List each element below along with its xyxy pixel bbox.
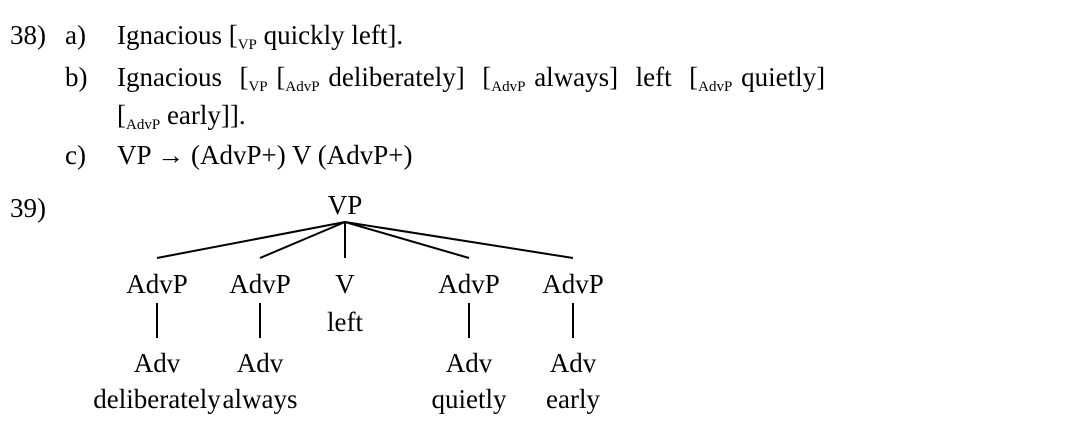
ex38-number: 38) — [10, 20, 46, 50]
tree-node-advp: AdvP — [542, 269, 604, 299]
bracket-label: AdvP — [698, 79, 733, 95]
text-segment: [ — [267, 62, 286, 92]
text-segment: [ — [117, 100, 126, 130]
tree-edge — [344, 221, 470, 259]
ex39-number: 39) — [10, 193, 46, 223]
tree-node-advp: AdvP — [126, 269, 188, 299]
text-segment: quietly] — [732, 62, 826, 92]
tree-leaf-word: always — [223, 384, 298, 414]
tree-node-adv: Adv — [237, 348, 284, 378]
tree-node-adv: Adv — [134, 348, 181, 378]
bracket-label: AdvP — [491, 79, 526, 95]
tree-edge — [259, 221, 346, 259]
tree-node-adv: Adv — [446, 348, 493, 378]
text-segment: Ignacious [ — [117, 62, 249, 92]
tree-edge — [156, 221, 346, 259]
tree-node-adv: Adv — [550, 348, 597, 378]
text-segment: quickly left]. — [256, 20, 404, 50]
tree-leaf-word: early — [546, 384, 600, 414]
text-segment: deliberately] [ — [319, 62, 492, 92]
ex38a-label: a) — [65, 20, 86, 50]
ex38b-label: b) — [65, 62, 88, 92]
ex38c-label: c) — [65, 140, 86, 170]
tree-node-v: V — [335, 269, 355, 299]
bracket-label: VP — [237, 37, 257, 53]
text-segment: always] left [ — [525, 62, 699, 92]
ex38a-sentence: Ignacious [VP quickly left]. — [117, 20, 404, 53]
ex38b-sentence-line2: [AdvP early]]. — [117, 100, 246, 133]
bracket-label: AdvP — [126, 117, 161, 133]
bracket-label: AdvP — [285, 79, 320, 95]
tree-edge — [344, 221, 574, 259]
bracket-label: VP — [248, 79, 268, 95]
ex38b-sentence-line1: Ignacious [VP [AdvP deliberately] [AdvP … — [117, 62, 826, 95]
tree-leaf-word: deliberately — [93, 384, 221, 414]
text-segment: Ignacious [ — [117, 20, 238, 50]
tree-root-vp: VP — [328, 190, 363, 220]
tree-leaf-word: quietly — [432, 384, 507, 414]
tree-node-advp: AdvP — [438, 269, 500, 299]
ex38c-rule: VP → (AdvP+) V (AdvP+) — [117, 140, 413, 170]
text-segment: early]]. — [160, 100, 246, 130]
tree-node-advp: AdvP — [229, 269, 291, 299]
tree-leaf-word: left — [327, 307, 363, 337]
